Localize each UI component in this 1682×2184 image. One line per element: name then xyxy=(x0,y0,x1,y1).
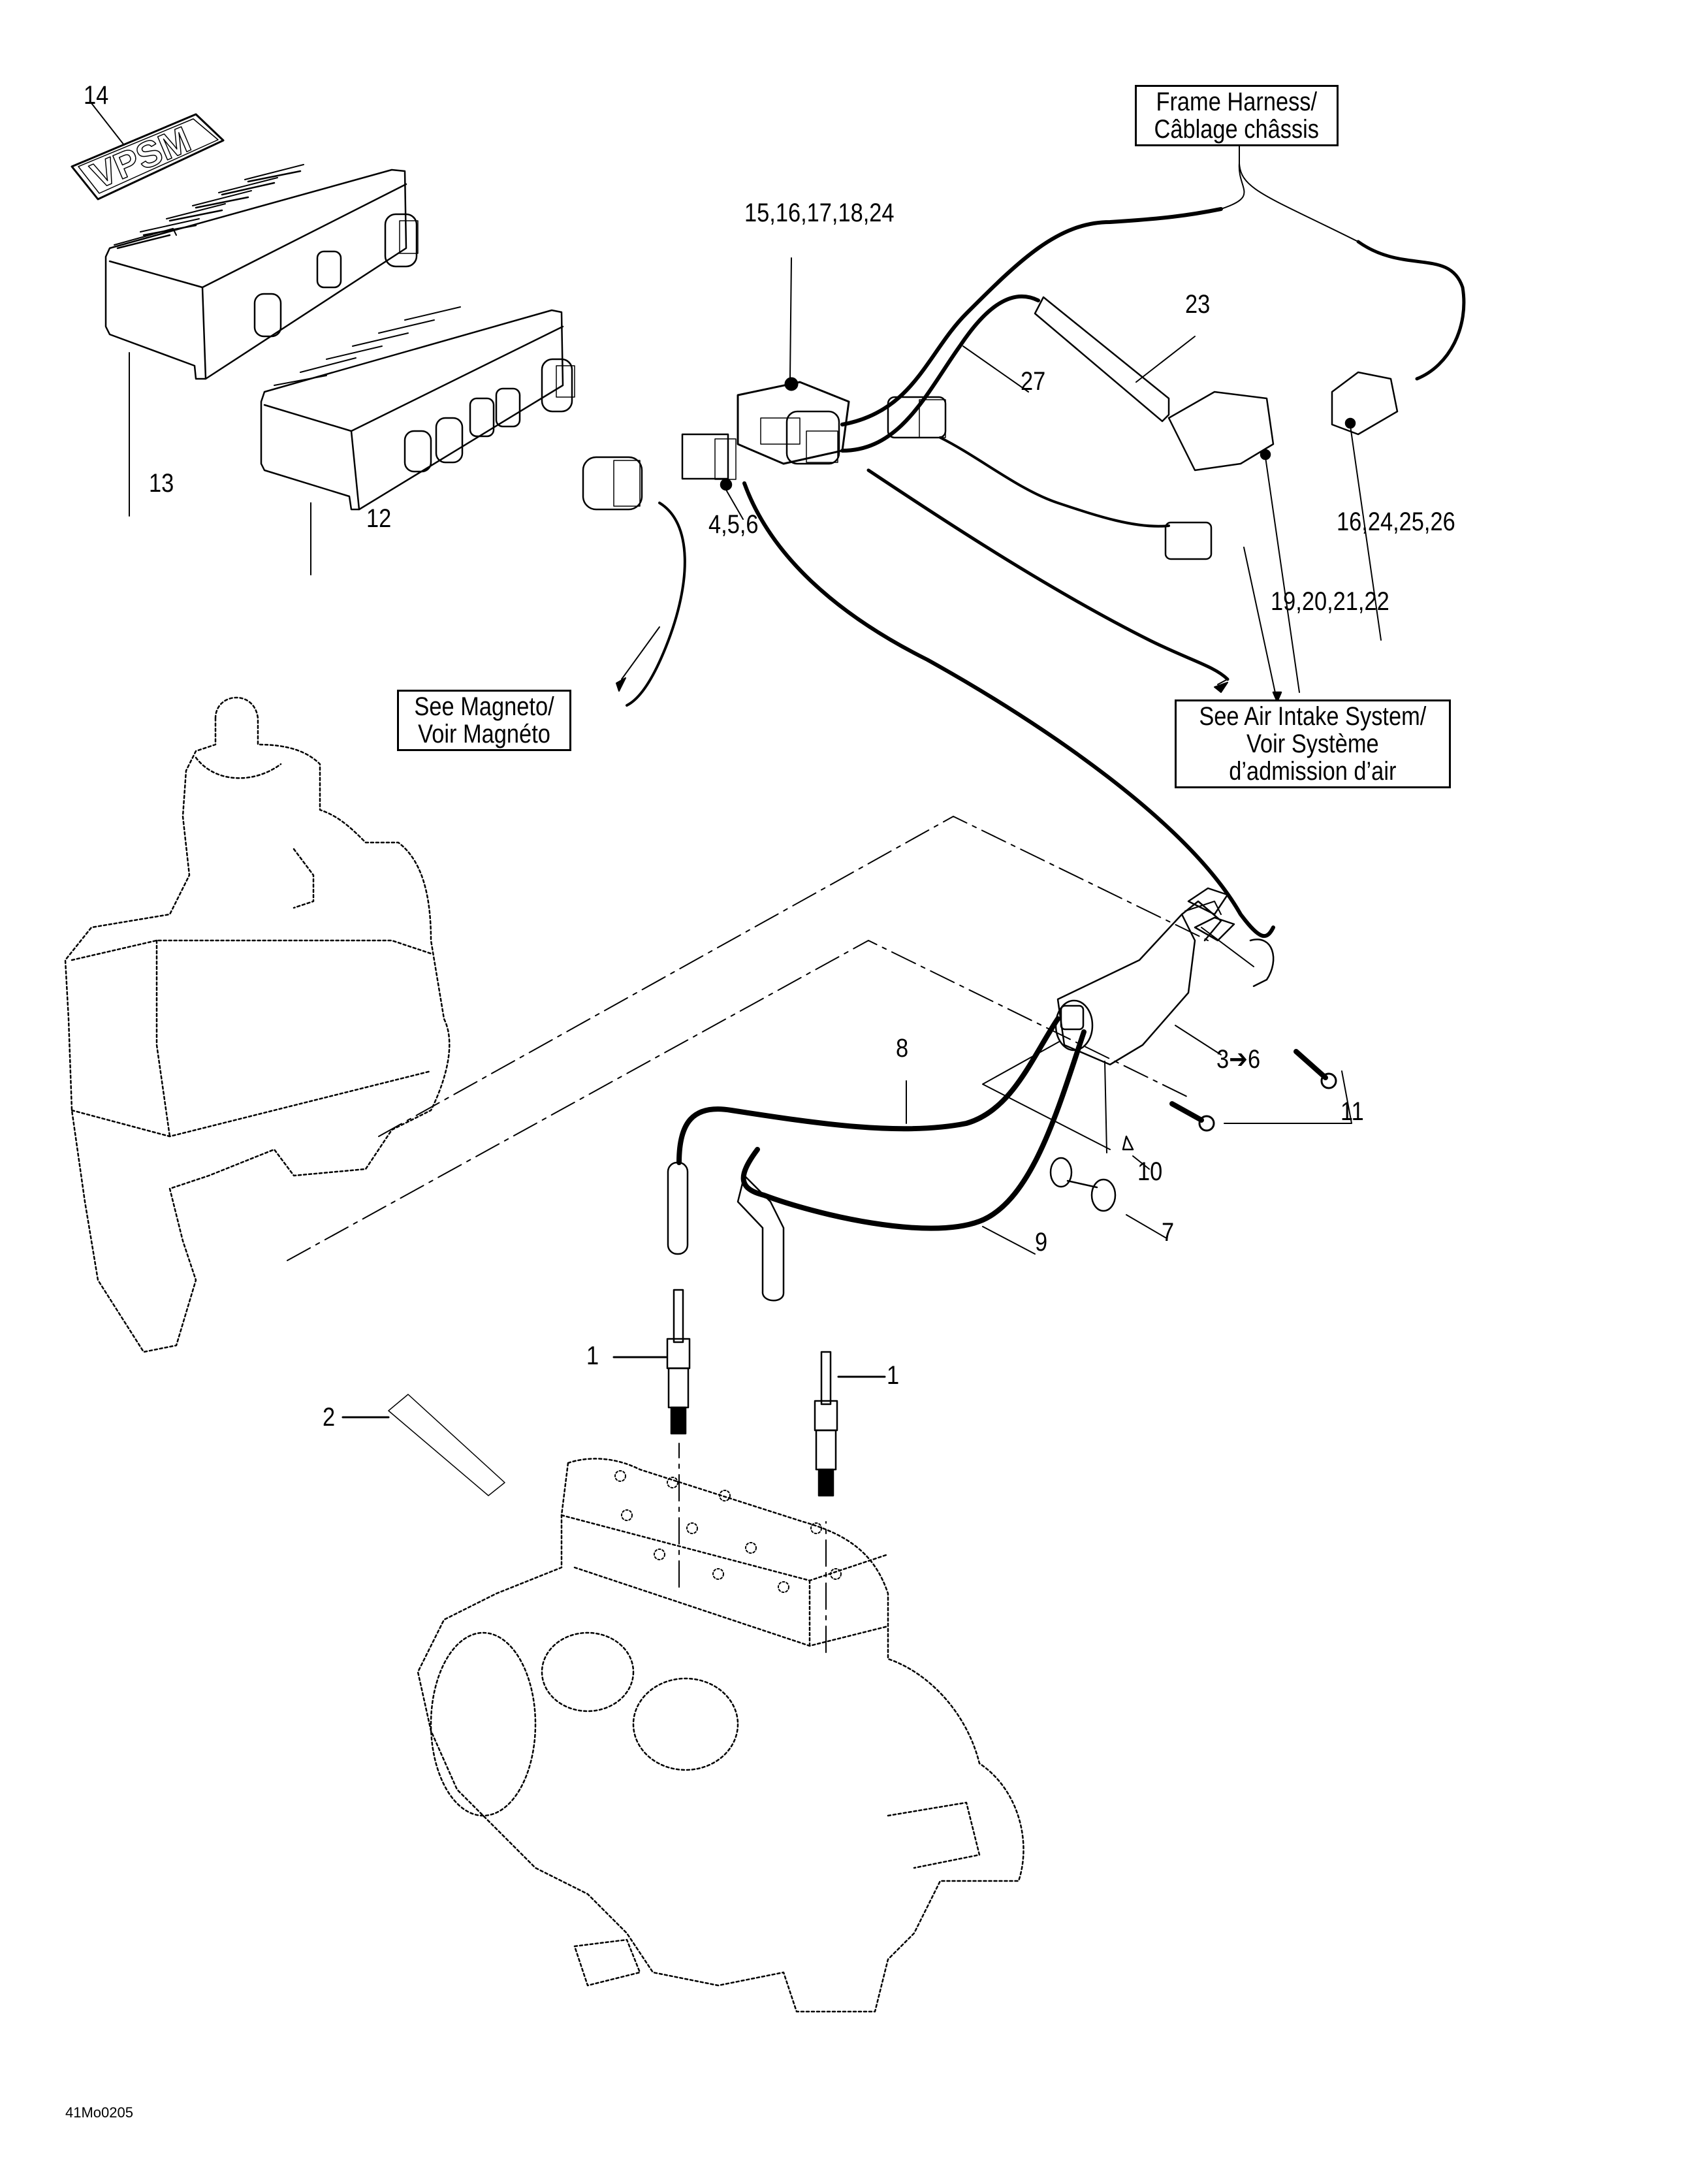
callout-8: 8 xyxy=(896,1034,909,1063)
callout-10: 10 xyxy=(1137,1157,1163,1186)
wire-harness xyxy=(626,207,1466,939)
callout-11: 11 xyxy=(1341,1097,1364,1126)
figure-code: 41Mo0205 xyxy=(65,2104,133,2121)
ref-box-air-intake: See Air Intake System/ Voir Système d’ad… xyxy=(1175,699,1451,788)
ref-air-intake-line-1: See Air Intake System/ xyxy=(1199,702,1427,731)
callout-2: 2 xyxy=(323,1403,336,1432)
sleeve-part-23 xyxy=(1034,296,1196,423)
magneto-connector xyxy=(582,456,643,511)
callout-16-24-25-26: 16,24,25,26 xyxy=(1337,507,1455,536)
terminal-part-7 xyxy=(1049,1157,1166,1238)
ref-magneto-line-1: See Magneto/ xyxy=(414,692,554,721)
callout-9: 9 xyxy=(1035,1228,1048,1257)
callout-23: 23 xyxy=(1185,290,1211,319)
label-sheet-part-2 xyxy=(341,1394,505,1496)
ref-air-intake-line-2: Voir Système xyxy=(1246,730,1379,758)
callout-19-20-21-22: 19,20,21,22 xyxy=(1271,587,1389,616)
ref-box-magneto: See Magneto/ Voir Magnéto xyxy=(397,690,572,751)
module-cover-part-13 xyxy=(104,164,419,380)
spark-plug-right xyxy=(814,1351,838,1497)
spark-plug-left xyxy=(666,1289,691,1435)
callout-1-right: 1 xyxy=(887,1361,900,1390)
ref-frame-harness-line-1: Frame Harness/ xyxy=(1156,88,1318,116)
connector-air-intake-a xyxy=(785,410,840,465)
air-intake-sensor-connector xyxy=(1164,521,1282,703)
connector-part-16-24-25-26 xyxy=(1331,371,1399,641)
callout-7: 7 xyxy=(1162,1218,1175,1247)
connector-part-4-5-6 xyxy=(681,433,737,491)
callout-1-left: 1 xyxy=(586,1341,599,1370)
decal-text: VPSM xyxy=(85,118,197,197)
oil-tank-outline xyxy=(64,696,451,1353)
callout-27: 27 xyxy=(1021,367,1046,396)
decal-part-14: VPSM xyxy=(71,113,225,201)
callout-12: 12 xyxy=(366,504,392,533)
callout-4-5-6: 4,5,6 xyxy=(708,510,759,539)
callout-13: 13 xyxy=(149,469,174,498)
spark-plug-caps xyxy=(667,1161,785,1302)
engine-outline xyxy=(417,1458,1024,2013)
connector-clips xyxy=(1187,887,1275,988)
ref-magneto-line-2: Voir Magnéto xyxy=(418,720,550,748)
ref-box-frame-harness: Frame Harness/ Câblage châssis xyxy=(1135,85,1339,146)
engine-head-bolts xyxy=(614,1470,842,1593)
leader-lines xyxy=(616,257,1228,693)
high-tension-leads xyxy=(676,1016,1087,1231)
screws-part-11 xyxy=(1169,1049,1352,1132)
connector-air-intake-b xyxy=(887,396,947,439)
ignition-coil-part-3-6 xyxy=(1055,900,1254,1066)
frame-harness-leader xyxy=(1220,134,1359,242)
grommet-part-10 xyxy=(982,1041,1150,1170)
assembly-centerlines xyxy=(287,816,1209,1653)
callout-14: 14 xyxy=(84,81,109,110)
connector-part-15-16-17-18-24 xyxy=(737,377,850,465)
module-cover-part-12 xyxy=(260,306,575,511)
ref-frame-harness-line-2: Câblage châssis xyxy=(1154,115,1319,144)
callout-3-to-6: 3➔6 xyxy=(1216,1045,1261,1074)
connector-part-19-20-21-22 xyxy=(1167,391,1300,693)
ref-air-intake-line-3: d’admission d’air xyxy=(1229,757,1397,786)
callout-15-16-17-18-24: 15,16,17,18,24 xyxy=(744,199,895,227)
